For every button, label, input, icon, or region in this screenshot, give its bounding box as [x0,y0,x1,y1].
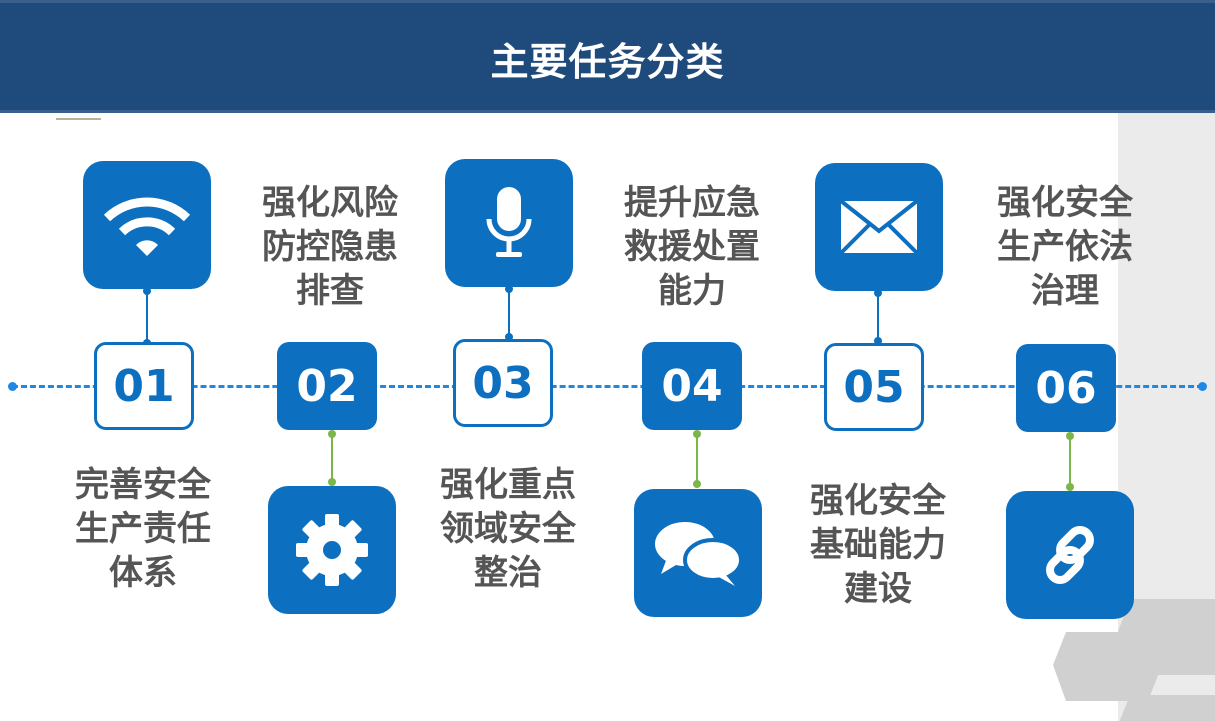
item-2-number: 02 [277,342,377,430]
wifi-icon [103,197,191,256]
item-4-number: 04 [642,342,742,430]
timeline-start-dot [8,382,17,391]
item-3-label: 强化重点领域安全整治 [440,465,576,593]
chat-bubbles-icon [655,522,743,586]
item-1-connector [143,287,151,347]
item-1-label: 完善安全生产责任体系 [75,465,211,593]
header-bar: 主要任务分类 [0,0,1215,113]
gear-icon [296,514,368,586]
item-3-number: 03 [453,339,553,427]
item-4-label: 提升应急救援处置能力 [624,183,760,311]
item-6-label: 强化安全生产依法治理 [997,183,1133,311]
decorative-tab [56,113,101,120]
item-4-icon-tile [634,489,762,617]
hexagon-decoration [1053,599,1215,721]
item-3-icon-tile [445,159,573,287]
item-5-label: 强化安全基础能力建设 [810,481,946,609]
timeline-line [12,385,1203,388]
envelope-icon [839,199,919,255]
item-6-icon-tile [1006,491,1134,619]
link-icon [1046,526,1094,584]
item-2-icon-tile [268,486,396,614]
item-1-number: 01 [94,342,194,430]
microphone-icon [486,187,532,257]
item-2-label: 强化风险防控隐患排查 [262,183,398,311]
item-3-connector [505,285,513,341]
item-1-icon-tile [83,161,211,289]
page-title: 主要任务分类 [490,40,725,84]
item-6-number: 06 [1016,344,1116,432]
item-2-connector [328,430,336,486]
item-4-connector [693,430,701,488]
item-5-icon-tile [815,163,943,291]
item-5-connector [874,289,882,345]
timeline-end-dot [1198,382,1207,391]
item-5-number: 05 [824,343,924,431]
item-6-connector [1066,432,1074,491]
